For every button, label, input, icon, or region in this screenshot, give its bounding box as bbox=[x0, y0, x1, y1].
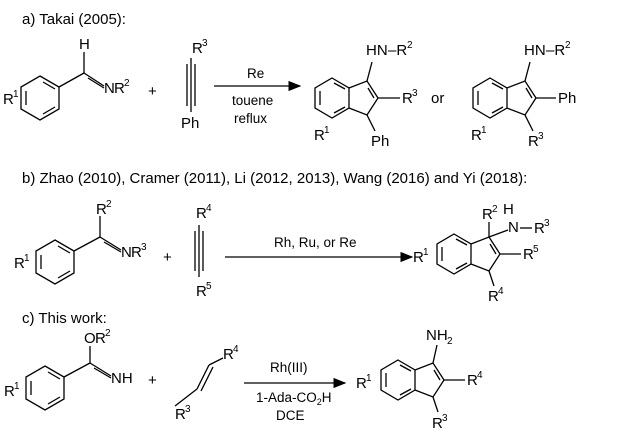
svg-text:R: R bbox=[223, 346, 234, 363]
svg-text:R: R bbox=[488, 288, 499, 305]
svg-text:5: 5 bbox=[206, 281, 212, 292]
svg-text:3: 3 bbox=[538, 131, 544, 142]
svg-text:R: R bbox=[402, 90, 413, 107]
svg-text:3: 3 bbox=[185, 404, 191, 415]
svg-text:2: 2 bbox=[105, 328, 111, 339]
svg-text:1: 1 bbox=[481, 125, 487, 136]
svg-text:R: R bbox=[523, 246, 534, 263]
svg-text:R: R bbox=[467, 372, 478, 389]
svg-text:Ph: Ph bbox=[181, 115, 199, 132]
svg-text:1-Ada-CO2H: 1-Ada-CO2H bbox=[256, 390, 332, 407]
svg-text:HN: HN bbox=[524, 42, 546, 59]
svg-text:R: R bbox=[413, 249, 424, 266]
svg-text:R: R bbox=[4, 383, 15, 400]
svg-text:1: 1 bbox=[366, 373, 372, 384]
svg-text:N: N bbox=[104, 80, 115, 97]
svg-text:R: R bbox=[356, 375, 367, 392]
section-c-heading: c) This work: bbox=[22, 310, 107, 327]
svg-text:4: 4 bbox=[206, 203, 212, 214]
svg-text:–R: –R bbox=[388, 42, 407, 59]
svg-text:2: 2 bbox=[407, 40, 413, 51]
svg-text:N: N bbox=[121, 244, 132, 261]
svg-text:touene: touene bbox=[232, 93, 273, 108]
svg-text:3: 3 bbox=[202, 38, 208, 49]
svg-text:2: 2 bbox=[492, 204, 498, 215]
svg-text:R: R bbox=[196, 205, 207, 222]
svg-text:3: 3 bbox=[442, 413, 448, 424]
svg-text:R: R bbox=[482, 206, 493, 223]
svg-text:H: H bbox=[503, 201, 514, 218]
svg-text:R: R bbox=[314, 127, 325, 144]
svg-text:N: N bbox=[508, 219, 519, 236]
svg-text:4: 4 bbox=[498, 286, 504, 297]
svg-text:+: + bbox=[148, 83, 157, 100]
svg-text:R: R bbox=[96, 201, 107, 218]
svg-text:DCE: DCE bbox=[276, 408, 305, 423]
svg-text:R: R bbox=[95, 330, 106, 347]
svg-text:3: 3 bbox=[141, 242, 147, 253]
svg-text:4: 4 bbox=[233, 344, 239, 355]
svg-text:NH: NH bbox=[111, 370, 133, 387]
svg-text:2: 2 bbox=[565, 40, 571, 51]
svg-text:R: R bbox=[3, 91, 14, 108]
svg-text:Rh, Ru, or Re: Rh, Ru, or Re bbox=[274, 235, 357, 250]
svg-text:3: 3 bbox=[544, 218, 550, 229]
svg-text:2: 2 bbox=[106, 199, 112, 210]
svg-text:3: 3 bbox=[412, 88, 418, 99]
svg-text:2: 2 bbox=[447, 336, 453, 347]
svg-text:R: R bbox=[114, 80, 125, 97]
svg-text:R: R bbox=[432, 415, 443, 432]
svg-text:R: R bbox=[175, 406, 186, 423]
svg-text:R: R bbox=[192, 40, 203, 57]
svg-text:NH: NH bbox=[426, 327, 448, 344]
svg-text:Rh(III): Rh(III) bbox=[270, 360, 308, 375]
svg-text:R: R bbox=[528, 133, 539, 150]
svg-text:R: R bbox=[131, 244, 142, 261]
svg-text:H: H bbox=[79, 36, 90, 53]
svg-text:2: 2 bbox=[124, 78, 130, 89]
svg-text:+: + bbox=[163, 249, 172, 266]
svg-text:1: 1 bbox=[423, 247, 429, 258]
svg-text:1: 1 bbox=[14, 381, 20, 392]
svg-text:Ph: Ph bbox=[371, 133, 389, 150]
svg-text:R: R bbox=[534, 220, 545, 237]
section-b-heading: b) Zhao (2010), Cramer (2011), Li (2012,… bbox=[22, 170, 527, 187]
svg-text:1: 1 bbox=[24, 253, 30, 264]
svg-text:1: 1 bbox=[324, 125, 330, 136]
section-a-heading: a) Takai (2005): bbox=[22, 11, 126, 28]
svg-text:or: or bbox=[431, 90, 444, 107]
svg-text:R: R bbox=[471, 127, 482, 144]
svg-text:R: R bbox=[14, 255, 25, 272]
svg-text:Ph: Ph bbox=[558, 90, 576, 107]
svg-text:reflux: reflux bbox=[234, 111, 267, 126]
svg-text:Re: Re bbox=[247, 66, 264, 81]
svg-text:R: R bbox=[196, 283, 207, 300]
svg-text:O: O bbox=[84, 330, 96, 347]
svg-text:+: + bbox=[148, 372, 157, 389]
svg-text:1: 1 bbox=[13, 89, 19, 100]
svg-text:HN: HN bbox=[366, 42, 388, 59]
svg-text:4: 4 bbox=[477, 370, 483, 381]
svg-text:–R: –R bbox=[546, 42, 565, 59]
svg-text:5: 5 bbox=[533, 244, 539, 255]
